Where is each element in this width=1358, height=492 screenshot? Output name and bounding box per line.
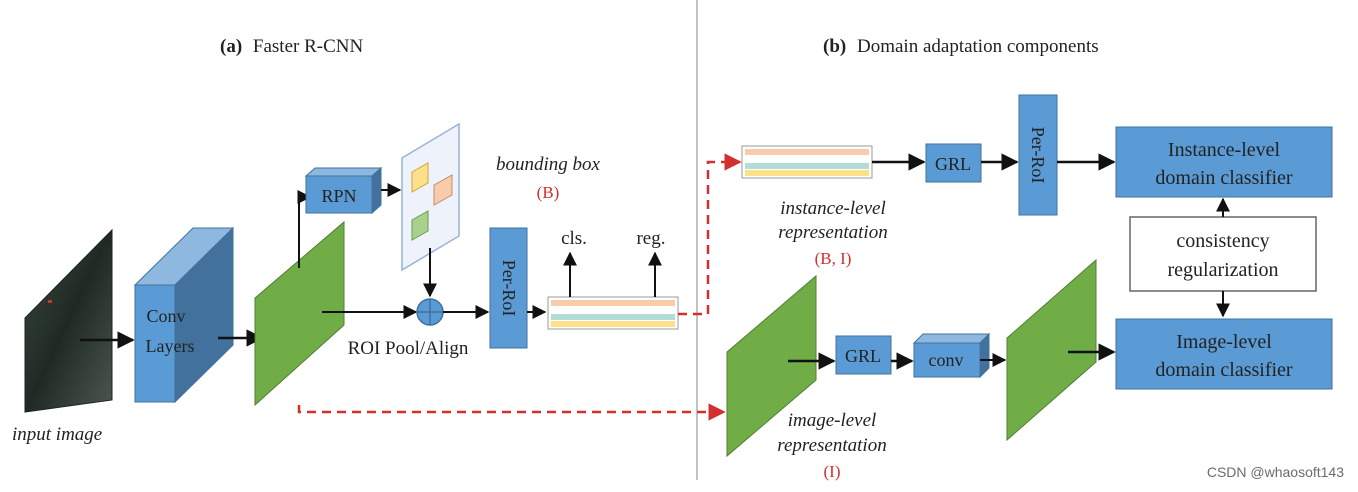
consistency-label-2: regularization — [1167, 259, 1278, 281]
per-roi-block-b — [1018, 94, 1058, 216]
bounding-box-label: bounding box — [496, 154, 601, 175]
image-classifier-label-1: Image-level — [1176, 331, 1272, 353]
image-level-feature-map — [726, 274, 817, 458]
input-image — [24, 228, 113, 413]
image-rep-label-1: image-level — [788, 410, 877, 431]
conv-layers-label-2: Layers — [146, 336, 195, 356]
conv-layers-block: Conv Layers — [133, 226, 235, 404]
watermark: CSDN @whaosoft143 — [1206, 464, 1344, 480]
panel-b-title: (b) Domain adaptation components — [823, 36, 1099, 57]
per-roi-label-a: Per-RoI — [499, 260, 519, 317]
reg-label: reg. — [636, 228, 665, 249]
rpn-label: RPN — [321, 186, 356, 206]
consistency-regularization-box — [1129, 216, 1317, 292]
per-roi-label-b: Per-RoI — [1028, 127, 1048, 184]
image-classifier-label-2: domain classifier — [1155, 359, 1293, 381]
instance-classifier-label-2: domain classifier — [1155, 167, 1293, 189]
instance-domain-classifier — [1115, 126, 1333, 198]
grl-block-instance — [925, 143, 982, 183]
bounding-box-symbol: (B) — [537, 183, 560, 202]
image-domain-classifier — [1115, 318, 1333, 390]
instance-level-feature-bar — [741, 145, 873, 179]
input-image-label: input image — [12, 424, 102, 445]
adapt-link-instance — [678, 153, 742, 316]
instance-rep-label-1: instance-level — [780, 198, 886, 219]
proposal-panel — [401, 122, 460, 272]
cls-label: cls. — [561, 228, 587, 249]
classifier-feature-map — [1006, 258, 1097, 442]
consistency-label-1: consistency — [1176, 230, 1269, 252]
input-image-highlight — [48, 300, 52, 303]
panel-a-title: (a) Faster R-CNN — [220, 36, 363, 57]
instance-rep-label-2: representation — [778, 222, 887, 243]
grl-label-instance: GRL — [935, 154, 971, 174]
conv-block-image: conv — [912, 332, 991, 379]
grl-label-image: GRL — [845, 346, 881, 366]
image-rep-symbol: (I) — [824, 462, 841, 481]
roi-feature-bar — [547, 296, 679, 330]
rpn-block: RPN — [304, 166, 383, 215]
instance-rep-symbol: (B, I) — [815, 249, 852, 268]
image-rep-label-2: representation — [777, 435, 886, 456]
proposal-box-green — [411, 210, 429, 241]
roi-pool-node — [416, 298, 444, 326]
adapt-link-image — [297, 403, 726, 421]
roi-pool-label: ROI Pool/Align — [348, 338, 469, 359]
proposal-box-yellow — [411, 162, 429, 193]
grl-block-image — [835, 335, 892, 375]
feature-map-backbone — [254, 220, 345, 407]
conv-layers-label-1: Conv — [146, 306, 185, 326]
conv-label-image: conv — [929, 350, 964, 370]
per-roi-block-a — [489, 227, 528, 349]
instance-classifier-label-1: Instance-level — [1168, 139, 1281, 161]
proposal-box-orange — [433, 174, 453, 206]
